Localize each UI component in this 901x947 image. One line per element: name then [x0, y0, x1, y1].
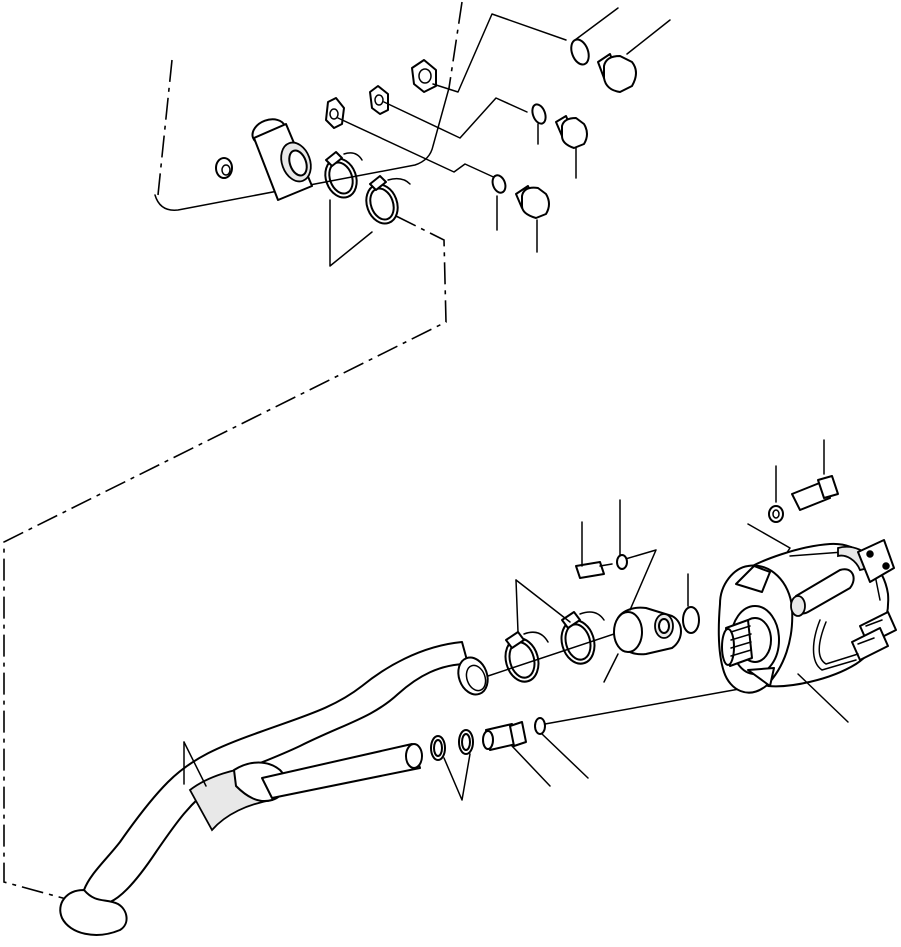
- outlet-port-fitting: [251, 118, 313, 201]
- hose-nipple: [482, 685, 757, 787]
- upper-leader-lines: [337, 13, 567, 181]
- hose-clamp-pair-upper: [324, 151, 411, 267]
- suction-hose: [59, 641, 489, 936]
- flange-adapter: [603, 549, 700, 683]
- hydraulic-pump: [717, 539, 897, 723]
- mounting-bolt: [747, 439, 839, 579]
- tank-boss-group: [215, 59, 437, 179]
- plug-lower: [491, 174, 550, 253]
- plug-middle: [531, 103, 588, 179]
- tank-panel: [154, 1, 463, 211]
- branch-clamp-pair: [430, 729, 474, 801]
- assembly-route-line: [3, 215, 447, 901]
- plug-upper: [570, 7, 671, 93]
- hose-clamp-pair-lower: [487, 579, 621, 683]
- flange-screw: [575, 499, 628, 579]
